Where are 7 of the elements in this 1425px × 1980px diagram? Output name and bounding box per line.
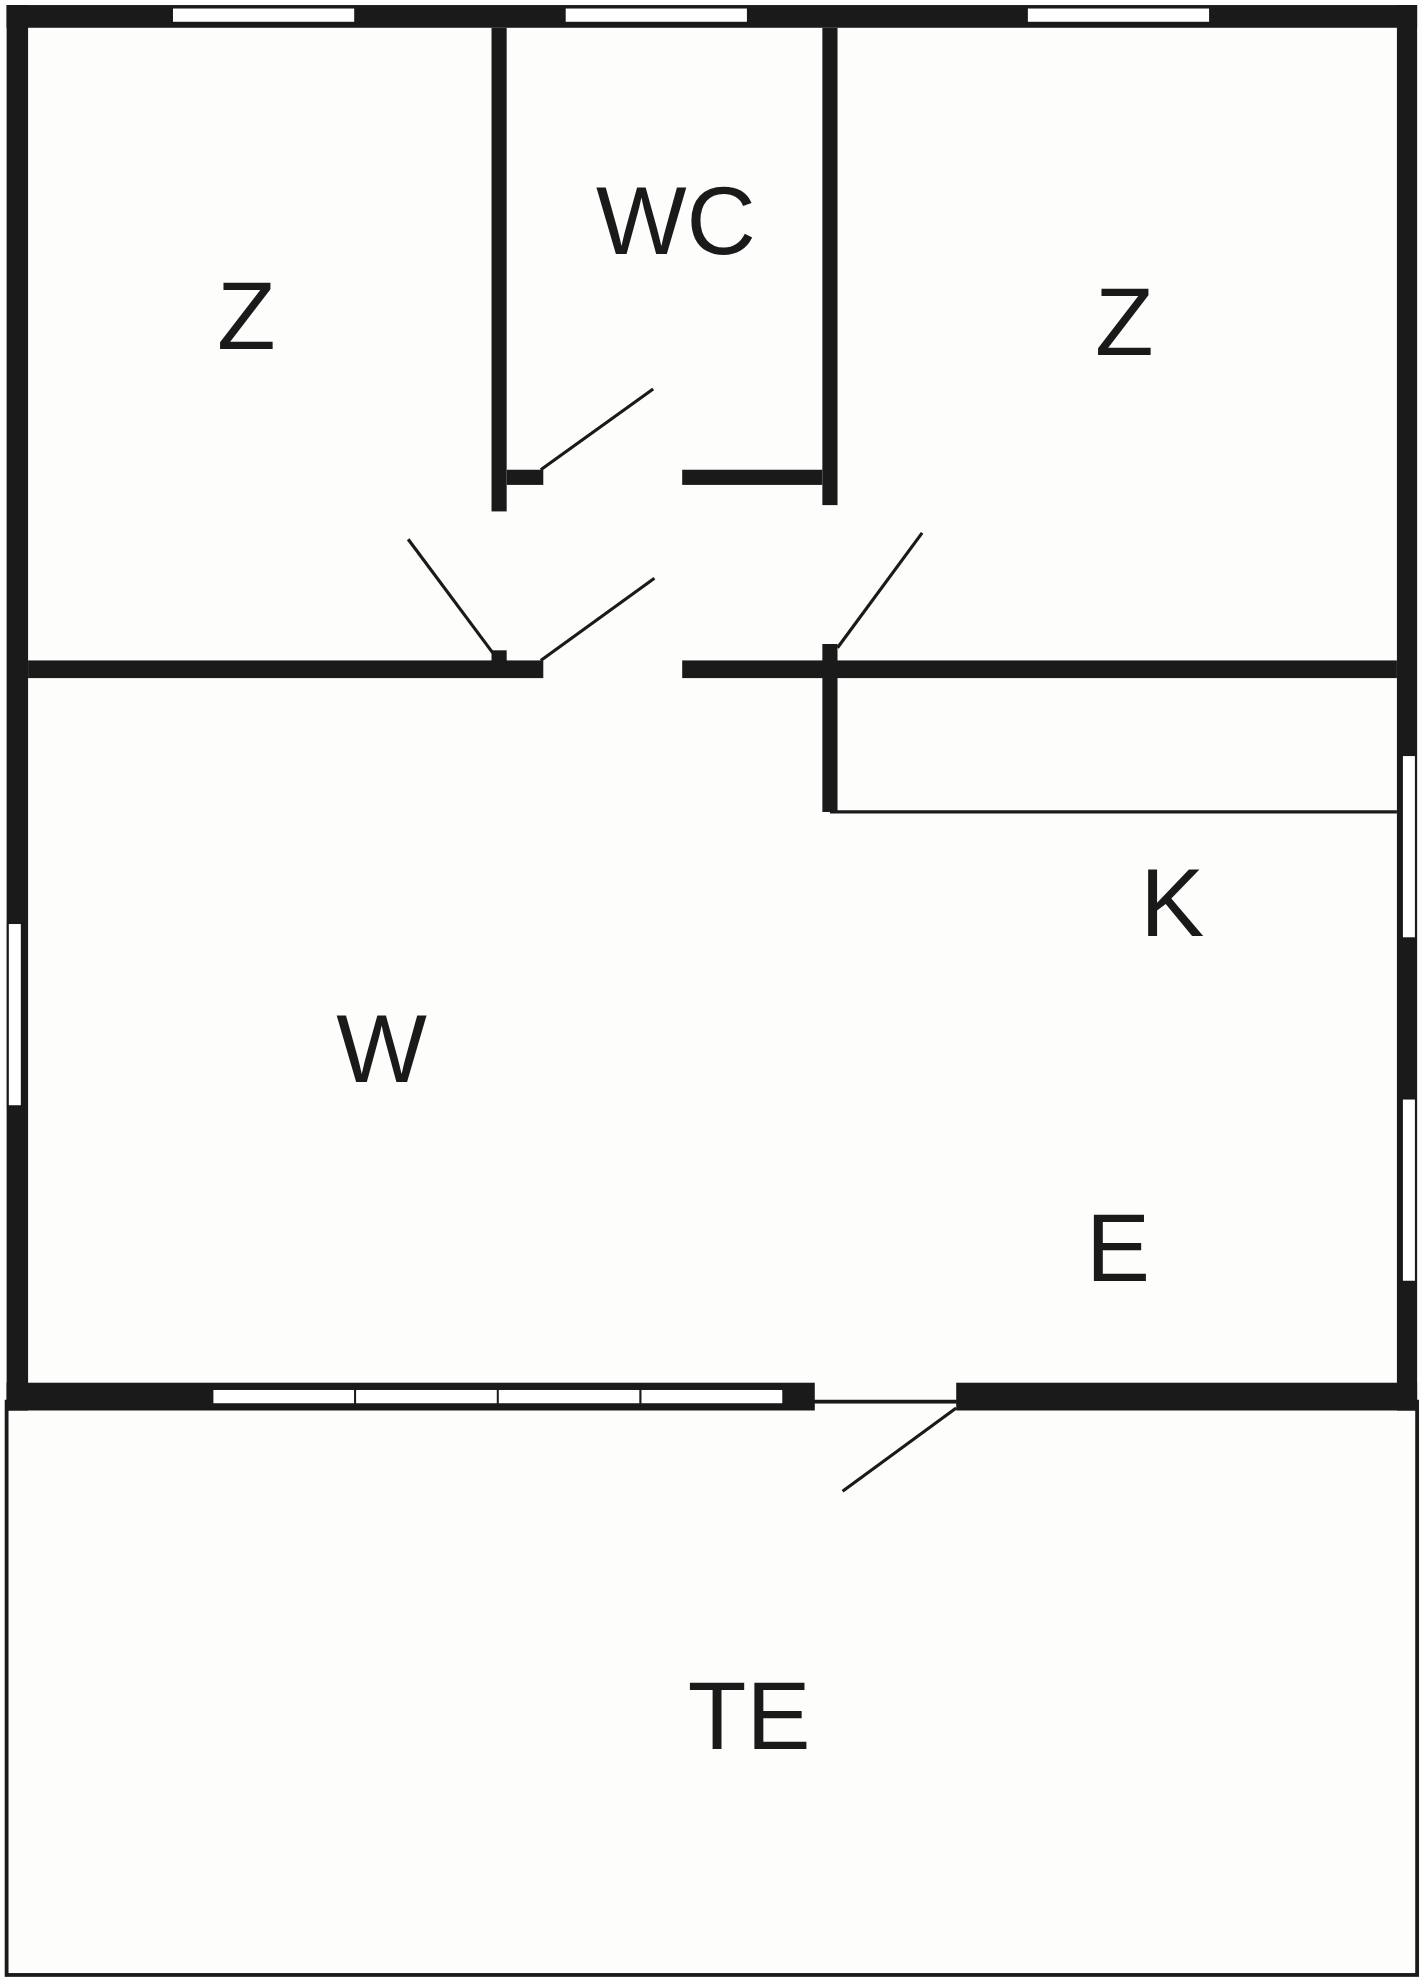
room-label: TE: [687, 1667, 811, 1764]
room-label: Z: [217, 267, 276, 364]
room-label: E: [1086, 1200, 1151, 1297]
room-label: W: [336, 1000, 427, 1097]
room-label: Z: [1095, 274, 1154, 371]
room-label: K: [1140, 855, 1205, 952]
room-label: WC: [595, 173, 756, 270]
